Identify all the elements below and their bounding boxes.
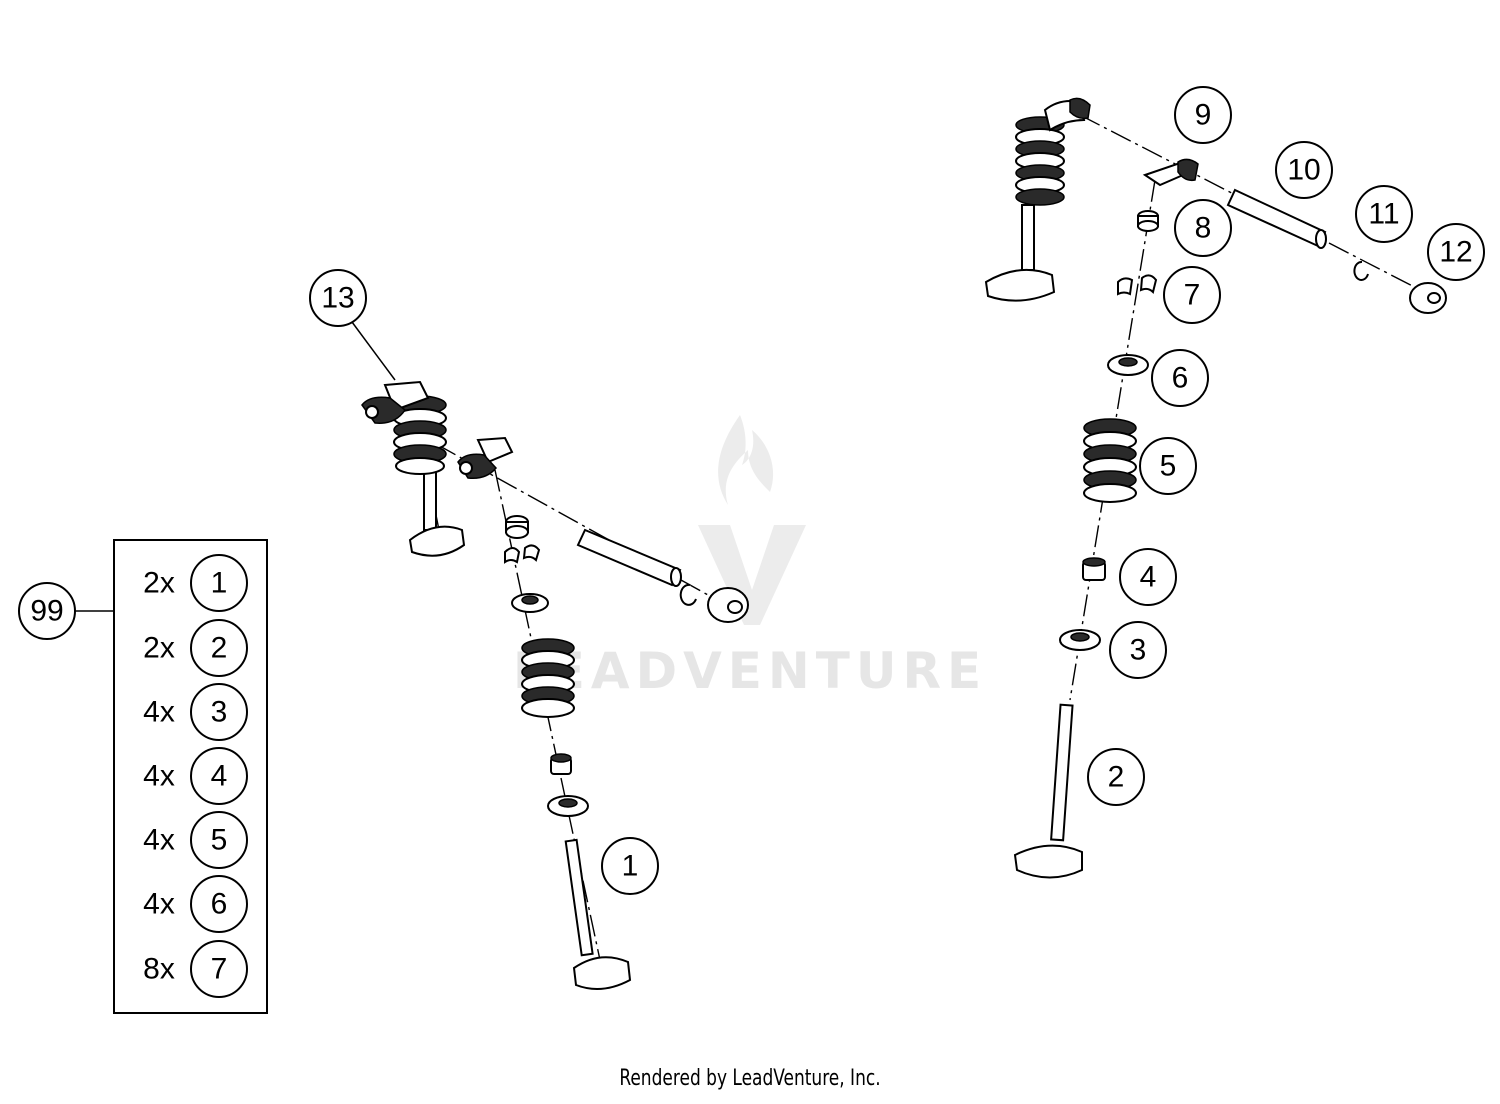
circlip bbox=[679, 583, 697, 606]
svg-text:10: 10 bbox=[1287, 154, 1320, 187]
kit-part-callout[interactable]: 1 bbox=[190, 554, 248, 612]
svg-text:12: 12 bbox=[1439, 236, 1472, 269]
shaft-plug-right bbox=[1409, 282, 1447, 314]
circlip-right bbox=[1353, 260, 1369, 281]
svg-text:7: 7 bbox=[211, 953, 228, 986]
callout-6[interactable]: 6 bbox=[1151, 349, 1209, 407]
kit-part-callout[interactable]: 3 bbox=[190, 683, 248, 741]
svg-text:99: 99 bbox=[30, 595, 63, 628]
front-rocker-arm bbox=[457, 436, 514, 480]
svg-text:3: 3 bbox=[211, 696, 228, 729]
callout-13[interactable]: 13 bbox=[309, 269, 367, 327]
callout-7[interactable]: 7 bbox=[1163, 266, 1221, 324]
svg-text:1: 1 bbox=[622, 850, 639, 883]
callout-3[interactable]: 3 bbox=[1109, 621, 1167, 679]
kit-row: 8x 7 bbox=[143, 940, 248, 998]
render-credit: Rendered by LeadVenture, Inc. bbox=[619, 1066, 881, 1091]
left-valve-assembly bbox=[351, 321, 749, 990]
callout-2[interactable]: 2 bbox=[1087, 748, 1145, 806]
svg-text:2: 2 bbox=[1108, 761, 1125, 794]
svg-text:7: 7 bbox=[1184, 279, 1201, 312]
callout-1[interactable]: 1 bbox=[601, 837, 659, 895]
front-valve-stack bbox=[504, 515, 632, 990]
rocker-shaft-right bbox=[1226, 188, 1327, 249]
svg-text:8: 8 bbox=[1195, 212, 1212, 245]
rear-rocker-arm bbox=[361, 380, 430, 424]
upper-exhaust-valve bbox=[984, 116, 1065, 302]
svg-text:11: 11 bbox=[1368, 198, 1399, 231]
kit-row: 4x 4 bbox=[143, 747, 248, 805]
callout-11[interactable]: 11 bbox=[1355, 185, 1413, 243]
kit-qty: 4x bbox=[143, 760, 175, 793]
svg-text:4: 4 bbox=[211, 760, 228, 793]
kit-qty: 2x bbox=[143, 567, 175, 600]
kit-qty: 8x bbox=[143, 953, 175, 986]
callout-12[interactable]: 12 bbox=[1427, 223, 1485, 281]
callout-4[interactable]: 4 bbox=[1119, 548, 1177, 606]
svg-text:3: 3 bbox=[1130, 634, 1147, 667]
kit-part-callout[interactable]: 4 bbox=[190, 747, 248, 805]
kit-qty: 4x bbox=[143, 824, 175, 857]
svg-text:5: 5 bbox=[211, 824, 228, 857]
svg-text:6: 6 bbox=[1172, 362, 1189, 395]
svg-text:5: 5 bbox=[1160, 450, 1177, 483]
lower-rocker-arm bbox=[1142, 158, 1199, 187]
svg-text:4: 4 bbox=[1140, 561, 1157, 594]
svg-text:9: 9 bbox=[1195, 99, 1212, 132]
upper-rocker-arm bbox=[1043, 97, 1091, 132]
rear-intake-valve bbox=[408, 469, 466, 557]
kit-part-callout[interactable]: 6 bbox=[190, 875, 248, 933]
callout-8[interactable]: 8 bbox=[1174, 199, 1232, 257]
kit-row: 4x 6 bbox=[143, 875, 248, 933]
svg-text:13: 13 bbox=[321, 282, 354, 315]
kit-row: 4x 5 bbox=[143, 811, 248, 869]
callout-99[interactable]: 99 bbox=[18, 582, 76, 640]
kit-box: 99 2x 1 2x 2 4x 3 4x 4 4x 5 4x 6 8x 7 bbox=[18, 539, 268, 1014]
kit-part-callout[interactable]: 7 bbox=[190, 940, 248, 998]
right-valve-assembly bbox=[984, 97, 1447, 879]
shaft-plug bbox=[707, 587, 749, 623]
kit-row: 2x 2 bbox=[143, 619, 248, 677]
callout-9[interactable]: 9 bbox=[1174, 86, 1232, 144]
kit-part-callout[interactable]: 2 bbox=[190, 619, 248, 677]
kit-row: 2x 1 bbox=[143, 554, 248, 612]
svg-text:1: 1 bbox=[211, 567, 228, 600]
kit-row: 4x 3 bbox=[143, 683, 248, 741]
kit-qty: 4x bbox=[143, 888, 175, 921]
callout-10[interactable]: 10 bbox=[1275, 141, 1333, 199]
leadventure-watermark: LEADVENTURE bbox=[513, 415, 987, 700]
svg-text:6: 6 bbox=[211, 888, 228, 921]
right-valve-stack bbox=[1013, 210, 1159, 879]
svg-text:2: 2 bbox=[211, 632, 228, 665]
watermark-text: LEADVENTURE bbox=[513, 642, 987, 700]
kit-qty: 4x bbox=[143, 696, 175, 729]
kit-part-callout[interactable]: 5 bbox=[190, 811, 248, 869]
kit-qty: 2x bbox=[143, 632, 175, 665]
callout-5[interactable]: 5 bbox=[1139, 437, 1197, 495]
rocker-shaft bbox=[576, 528, 682, 587]
